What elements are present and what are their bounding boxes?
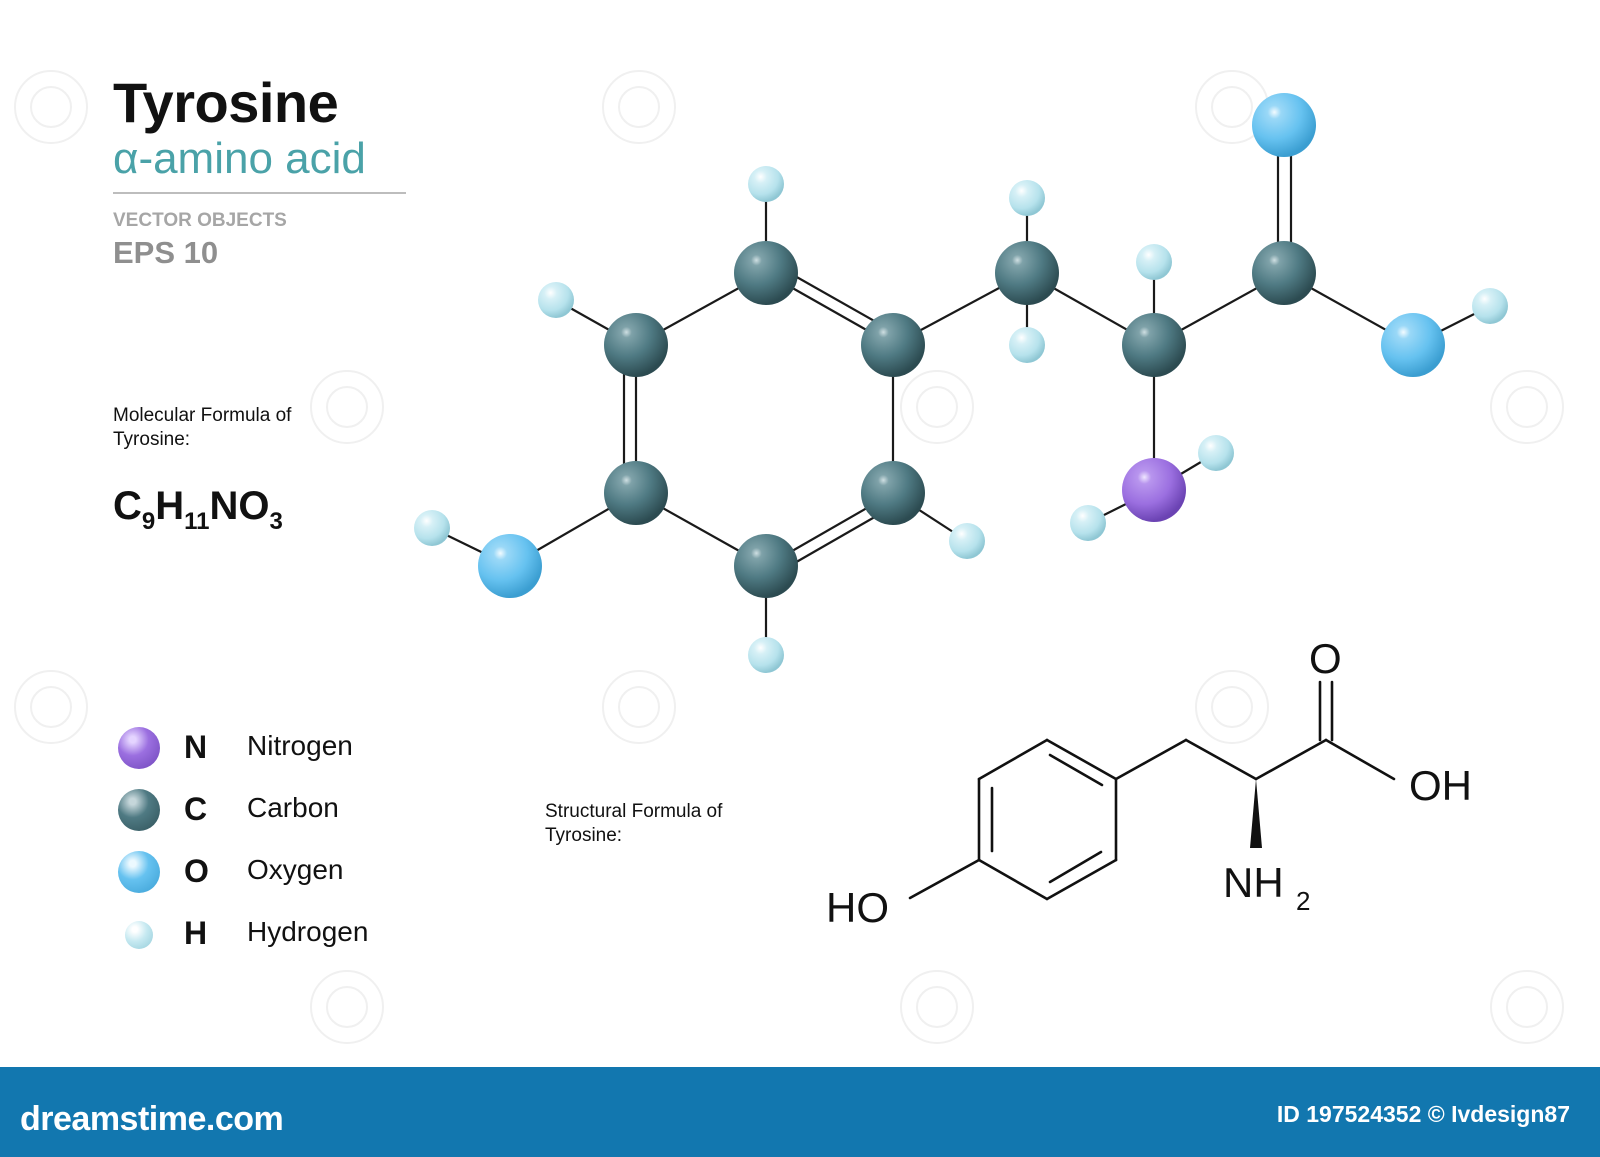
molecular-formula: C9H11NO3: [113, 484, 283, 536]
legend-name: Hydrogen: [247, 916, 369, 947]
page-subtitle: α-amino acid: [113, 134, 366, 183]
watermark-icon: [310, 970, 384, 1044]
oxygen-ball-icon: [118, 851, 160, 893]
legend-symbol: O: [184, 853, 209, 889]
oh-label: OH: [1409, 762, 1472, 809]
legend-item-hydrogen: H Hydrogen: [116, 911, 436, 957]
hydrogen-atom: [1472, 288, 1508, 324]
image-id: ID 197524352 © Ivdesign87: [1276, 1101, 1570, 1127]
carbon-atom: [1252, 241, 1316, 305]
watermark-icon: [900, 370, 974, 444]
hydrogen-atom: [1198, 435, 1234, 471]
watermark-icon: [14, 70, 88, 144]
nitrogen-atom: [1122, 458, 1186, 522]
hydrogen-atom: [538, 282, 574, 318]
legend-symbol: N: [184, 729, 208, 765]
watermark-icon: [900, 970, 974, 1044]
carbon-atom: [734, 534, 798, 598]
legend-symbol: C: [184, 791, 208, 827]
watermark-icon: [1195, 670, 1269, 744]
carbon-atom: [1122, 313, 1186, 377]
carbon-atom: [861, 461, 925, 525]
hydrogen-atom: [1009, 327, 1045, 363]
brand-logo: dreamstime.com: [20, 1100, 284, 1138]
ho-label: HO: [826, 884, 889, 931]
legend-name: Carbon: [247, 792, 339, 823]
watermark-icon: [310, 370, 384, 444]
formula-subscript: 9: [141, 508, 156, 535]
structural-formula-diagram: HO O OH NH 2: [826, 635, 1472, 931]
watermark-icon: [602, 70, 676, 144]
ball-and-stick-model: [414, 93, 1508, 673]
carbon-atom: [604, 461, 668, 525]
oxygen-atom: [1381, 313, 1445, 377]
hydrogen-ball-icon: [125, 921, 153, 949]
skeletal-bonds: [908, 680, 1396, 901]
legend-item-nitrogen: N Nitrogen: [116, 725, 436, 771]
legend-name: Nitrogen: [247, 730, 353, 761]
formula-element: N: [209, 484, 239, 528]
carbon-atom: [861, 313, 925, 377]
hydrogen-atom: [748, 166, 784, 202]
vector-objects-label: VECTOR OBJECTS: [113, 210, 287, 231]
molecular-formula-label: Molecular Formula of Tyrosine:: [113, 405, 292, 450]
legend-item-carbon: C Carbon: [116, 787, 436, 833]
carbonyl-o-label: O: [1309, 635, 1342, 682]
legend-item-oxygen: O Oxygen: [116, 849, 436, 895]
watermark-icon: [14, 670, 88, 744]
footer-bar: [0, 1067, 1600, 1157]
legend-symbol: H: [184, 915, 208, 951]
formula-subscript: 3: [269, 508, 283, 535]
formula-element: C: [113, 484, 142, 528]
atoms: [414, 93, 1508, 673]
formula-element: O: [238, 484, 270, 528]
formula-subscript: 11: [184, 508, 210, 535]
watermark-icon: [1490, 370, 1564, 444]
atom-labels: HO O OH NH 2: [826, 635, 1472, 931]
hydrogen-atom: [1009, 180, 1045, 216]
nh-subscript: 2: [1296, 886, 1310, 916]
hydrogen-atom: [1136, 244, 1172, 280]
formula-element: H: [155, 484, 185, 528]
hydrogen-atom: [414, 510, 450, 546]
oxygen-atom: [1252, 93, 1316, 157]
hydrogen-atom: [748, 637, 784, 673]
page-title: Tyrosine: [113, 71, 339, 134]
hydrogen-atom: [949, 523, 985, 559]
carbon-atom: [995, 241, 1059, 305]
wedge-bond: [1250, 779, 1262, 848]
eps-label: EPS 10: [113, 235, 219, 270]
nh-label: NH: [1223, 859, 1284, 906]
legend-name: Oxygen: [247, 854, 344, 885]
hydrogen-atom: [1070, 505, 1106, 541]
watermark-icon: [602, 670, 676, 744]
carbon-atom: [734, 241, 798, 305]
carbon-atom: [604, 313, 668, 377]
structural-formula-label: Structural Formula of Tyrosine:: [545, 801, 723, 846]
nitrogen-ball-icon: [118, 727, 160, 769]
divider: [113, 192, 406, 194]
oxygen-atom: [478, 534, 542, 598]
watermark-icon: [1490, 970, 1564, 1044]
carbon-ball-icon: [118, 789, 160, 831]
